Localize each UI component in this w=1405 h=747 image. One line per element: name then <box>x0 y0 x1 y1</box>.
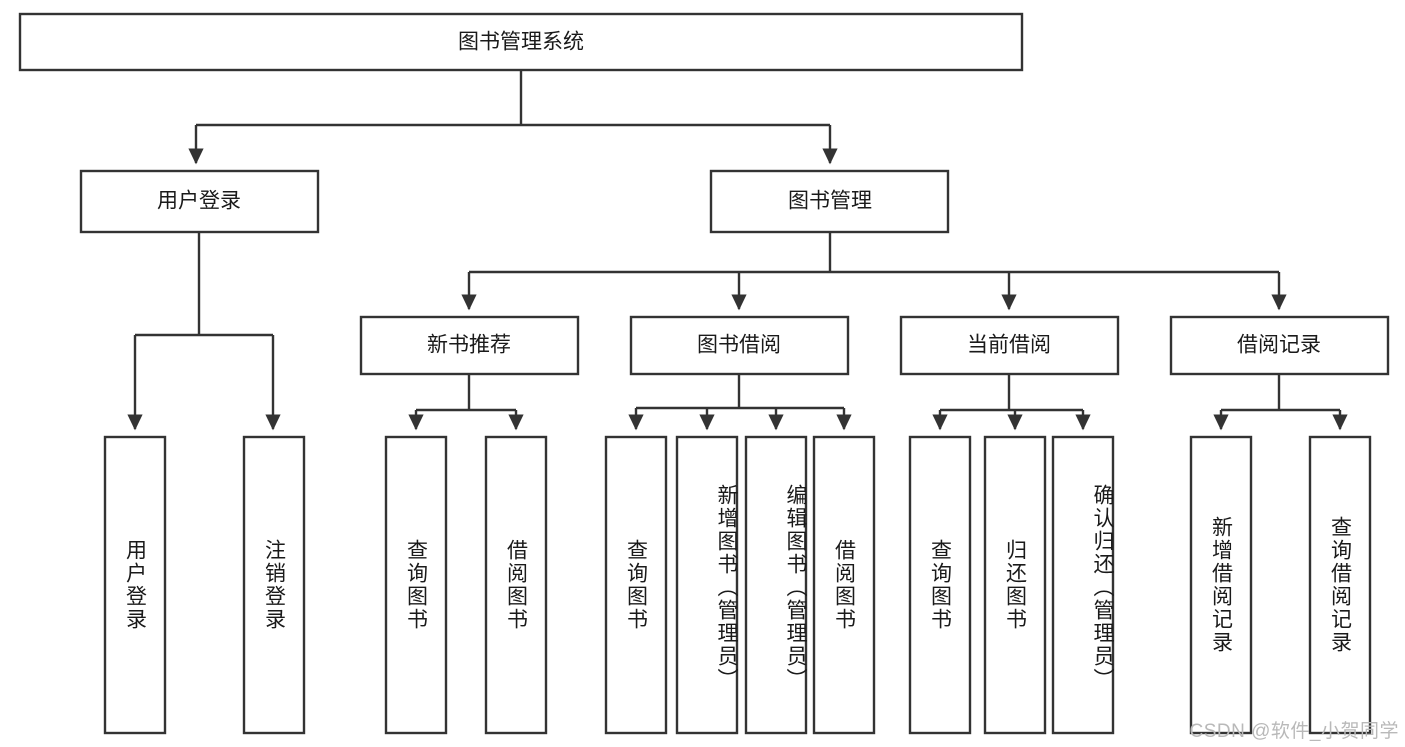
node-book-borrow-box[interactable] <box>629 315 850 376</box>
leaf-box-edit-book-admin[interactable] <box>744 435 808 735</box>
csdn-watermark: CSDN @软件_小贺同学 <box>1189 721 1399 742</box>
node-user-login-label: 用户登录 <box>157 190 241 213</box>
node-current-borrow-box[interactable] <box>899 315 1120 376</box>
leaf-box-borrow-book-new[interactable] <box>484 435 548 735</box>
leaf-box-query-book-new[interactable] <box>384 435 448 735</box>
node-user-login[interactable]: 用户登录 <box>79 169 320 234</box>
node-book-management-box[interactable] <box>709 169 950 234</box>
leaf-box-add-book-admin[interactable] <box>675 435 739 735</box>
leaf-box-query-book-borrow[interactable] <box>604 435 668 735</box>
node-borrow-record-label: 借阅记录 <box>1237 334 1321 357</box>
node-current-borrow[interactable]: 当前借阅 <box>899 315 1120 376</box>
leaf-box-add-borrow-record[interactable] <box>1189 435 1253 735</box>
node-book-management[interactable]: 图书管理 <box>709 169 950 234</box>
leaf-box-confirm-return-admin[interactable] <box>1051 435 1115 735</box>
node-book-management-label: 图书管理 <box>788 190 872 213</box>
node-book-borrow[interactable]: 图书借阅 <box>629 315 850 376</box>
node-book-borrow-label: 图书借阅 <box>697 334 781 357</box>
node-current-borrow-label: 当前借阅 <box>967 334 1051 357</box>
leaf-box-borrow-book[interactable] <box>812 435 876 735</box>
leaf-box-user-login[interactable] <box>103 435 167 735</box>
node-new-book-recommend-label: 新书推荐 <box>427 334 511 357</box>
leaf-box-query-book-current[interactable] <box>908 435 972 735</box>
node-root-box[interactable] <box>18 12 1024 72</box>
node-new-book-recommend[interactable]: 新书推荐 <box>359 315 580 376</box>
node-root-label: 图书管理系统 <box>458 31 584 54</box>
node-new-book-recommend-box[interactable] <box>359 315 580 376</box>
leaf-box-query-borrow-record[interactable] <box>1308 435 1372 735</box>
edges-layer <box>127 70 1348 431</box>
nodes-layer: 图书管理系统 用户登录 图书管理 新书推荐 图书借阅 当前 <box>18 12 1390 735</box>
node-borrow-record[interactable]: 借阅记录 <box>1169 315 1390 376</box>
leaf-box-return-book[interactable] <box>983 435 1047 735</box>
node-root[interactable]: 图书管理系统 <box>18 12 1024 72</box>
node-borrow-record-box[interactable] <box>1169 315 1390 376</box>
leaf-box-logout[interactable] <box>242 435 306 735</box>
node-user-login-box[interactable] <box>79 169 320 234</box>
